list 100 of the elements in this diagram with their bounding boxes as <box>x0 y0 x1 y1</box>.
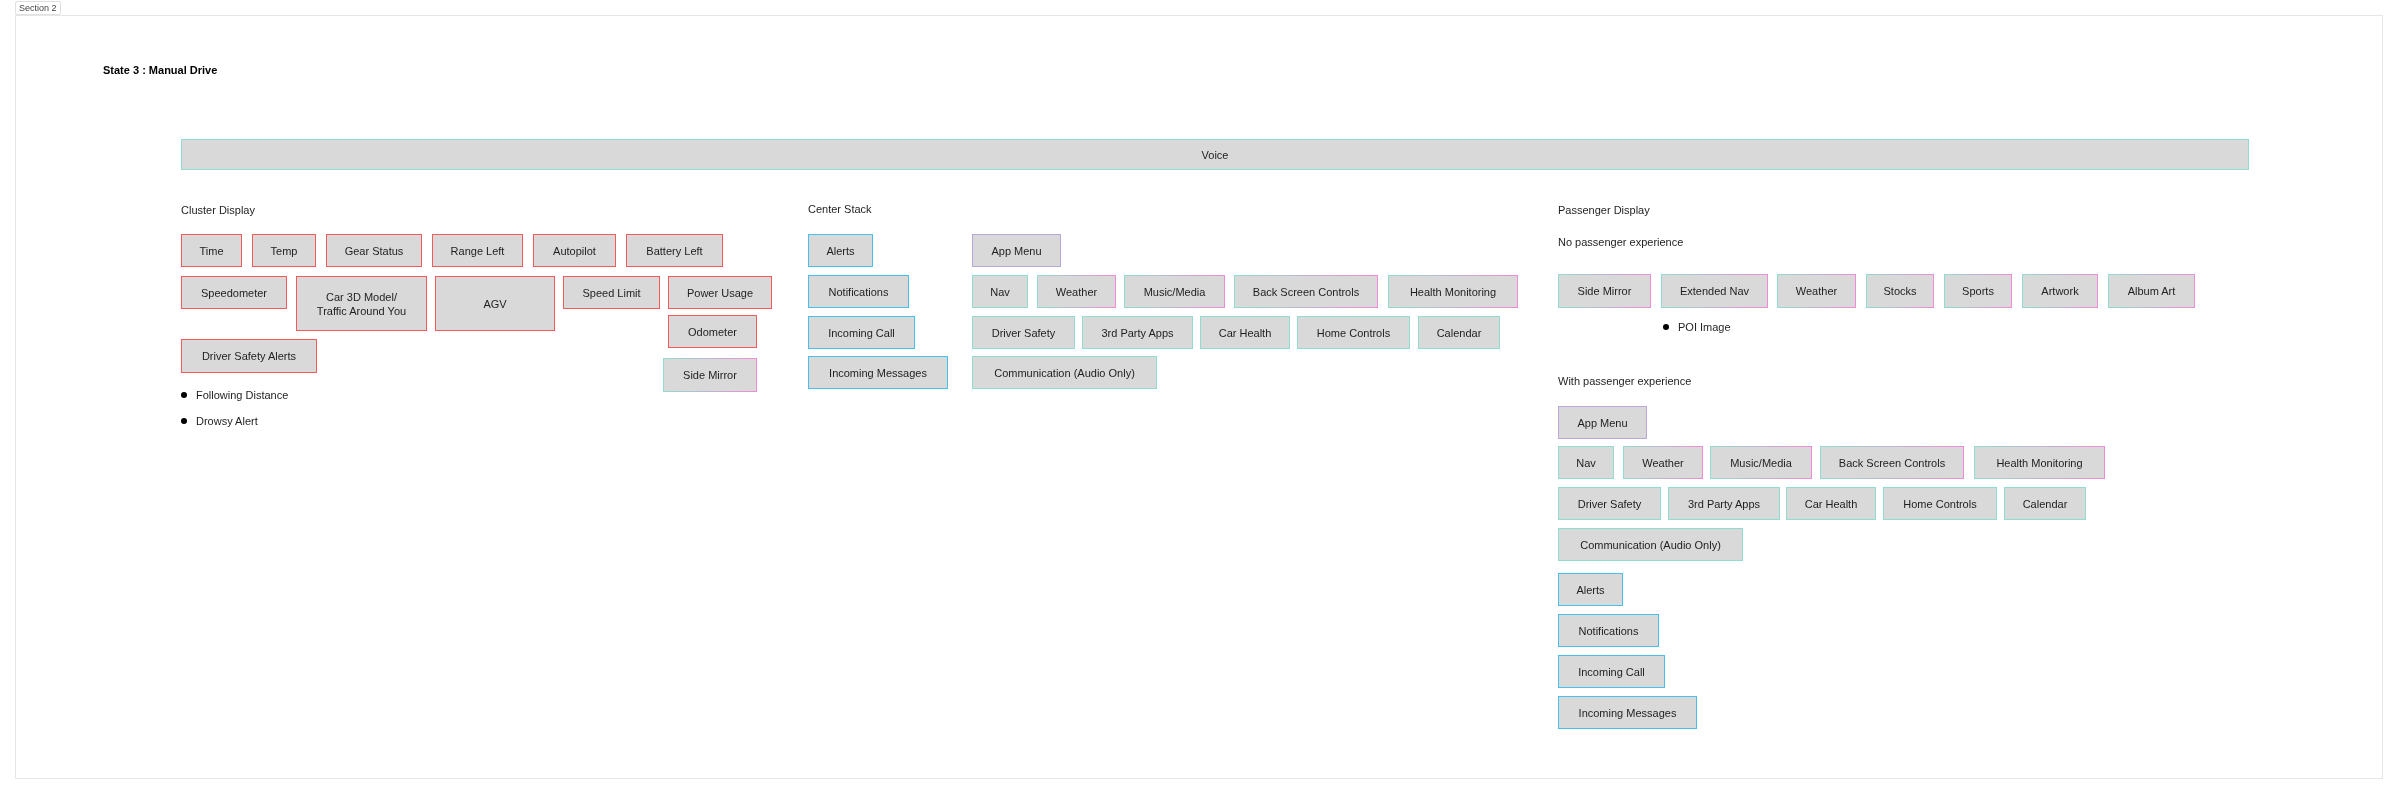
feature-label: Health Monitoring <box>1996 455 2083 470</box>
feature-box <box>181 139 2249 170</box>
feature-box <box>1710 446 1812 479</box>
feature-label: Autopilot <box>553 243 596 258</box>
feature-label: Gear Status <box>344 243 404 258</box>
feature-label: Incoming Messages <box>1578 705 1677 720</box>
feature-label: Notifications <box>1578 623 1639 638</box>
feature-label: Driver Safety Alerts <box>201 349 297 363</box>
feature-box <box>1082 316 1193 349</box>
feature-box <box>1786 487 1876 520</box>
feature-box <box>1037 275 1116 308</box>
feature-label: Calendar <box>2022 496 2068 511</box>
feature-label: Speed Limit <box>582 285 641 300</box>
feature-box <box>1558 614 1659 647</box>
feature-label: Driver Safety <box>1577 496 1642 511</box>
feature-label: Car Health <box>1218 325 1272 340</box>
feature-box <box>1777 274 1856 308</box>
list-item-text: Drowsy Alert <box>196 414 258 428</box>
feature-label: Weather <box>1795 284 1838 298</box>
feature-label: Home Controls <box>1316 325 1391 340</box>
feature-label: Speedometer <box>200 285 267 300</box>
subheading: No passenger experience <box>1558 235 1684 249</box>
feature-label: Car Health <box>1804 496 1858 511</box>
feature-box <box>326 234 422 267</box>
feature-box <box>435 276 555 331</box>
feature-label: Health Monitoring <box>1409 284 1497 299</box>
feature-box <box>808 275 909 308</box>
feature-box <box>808 316 915 349</box>
feature-box <box>1944 274 2012 308</box>
section-heading: Cluster Display <box>181 203 255 217</box>
feature-box <box>972 316 1075 349</box>
feature-label: Incoming Call <box>1578 664 1645 679</box>
feature-label: AGV <box>483 296 507 311</box>
subheading: With passenger experience <box>1558 374 1692 388</box>
feature-label: App Menu <box>1577 415 1628 430</box>
feature-label: Artwork <box>2041 284 2079 298</box>
feature-label: Power Usage <box>686 285 753 300</box>
feature-box <box>1668 487 1780 520</box>
feature-box <box>2022 274 2098 308</box>
feature-box <box>1200 316 1290 349</box>
feature-label: Notifications <box>828 284 889 299</box>
feature-label: Calendar <box>1436 325 1482 340</box>
feature-label: Time <box>199 243 224 258</box>
feature-label: Alerts <box>826 243 855 258</box>
feature-box <box>808 234 873 267</box>
section-tag: Section 2 <box>15 1 61 15</box>
section-heading: Center Stack <box>808 202 872 216</box>
feature-box <box>1974 446 2105 479</box>
feature-label: Communication (Audio Only) <box>994 365 1135 380</box>
feature-box <box>533 234 616 267</box>
list-item-text: POI Image <box>1678 320 1731 334</box>
feature-box <box>972 356 1157 389</box>
feature-label: Incoming Messages <box>829 365 927 380</box>
feature-box <box>1661 274 1768 308</box>
feature-label: Battery Left <box>646 243 703 258</box>
feature-box <box>2004 487 2086 520</box>
feature-label: Communication (Audio Only) <box>1580 537 1721 552</box>
feature-box <box>1866 274 1934 308</box>
feature-label: Side Mirror <box>683 368 737 382</box>
feature-box <box>668 276 772 309</box>
feature-label: App Menu <box>991 243 1042 258</box>
feature-label: Driver Safety <box>991 325 1056 340</box>
feature-label: Side Mirror <box>1577 284 1632 298</box>
feature-label: 3rd Party Apps <box>1687 496 1761 511</box>
feature-label: Music/Media <box>1730 455 1792 470</box>
feature-box <box>626 234 723 267</box>
feature-label: Voice <box>1201 147 1229 162</box>
feature-box <box>663 358 757 392</box>
feature-box <box>1558 274 1651 308</box>
section-heading: Passenger Display <box>1558 203 1650 217</box>
feature-label: Home Controls <box>1903 496 1977 511</box>
feature-box <box>972 275 1028 308</box>
feature-label: Alerts <box>1576 582 1605 597</box>
feature-label: Back Screen Controls <box>1252 284 1360 299</box>
feature-box <box>1820 446 1964 479</box>
feature-box <box>1623 446 1703 479</box>
feature-box <box>1558 573 1623 606</box>
feature-label: Extended Nav <box>1679 284 1750 298</box>
feature-label: Album Art <box>2127 284 2176 298</box>
feature-label: Weather <box>1055 284 1098 299</box>
feature-box <box>1883 487 1997 520</box>
feature-box <box>181 234 242 267</box>
feature-box <box>181 339 317 373</box>
diagram-title: State 3 : Manual Drive <box>103 63 218 77</box>
feature-box <box>563 276 660 309</box>
feature-label: Nav <box>1576 455 1596 470</box>
feature-label: Stocks <box>1883 284 1917 298</box>
feature-label: Back Screen Controls <box>1838 455 1946 470</box>
feature-box <box>1418 316 1500 349</box>
feature-box <box>808 356 948 389</box>
feature-box <box>1558 696 1697 729</box>
feature-label: Range Left <box>450 243 505 258</box>
feature-label: Car 3D Model/ Traffic Around You <box>315 289 408 318</box>
feature-box <box>1388 275 1518 308</box>
feature-label: Music/Media <box>1143 284 1206 299</box>
feature-box <box>1558 446 1614 479</box>
feature-box <box>1558 406 1647 439</box>
feature-label: Nav <box>990 284 1010 299</box>
feature-label: Temp <box>270 243 298 258</box>
feature-box <box>252 234 316 267</box>
